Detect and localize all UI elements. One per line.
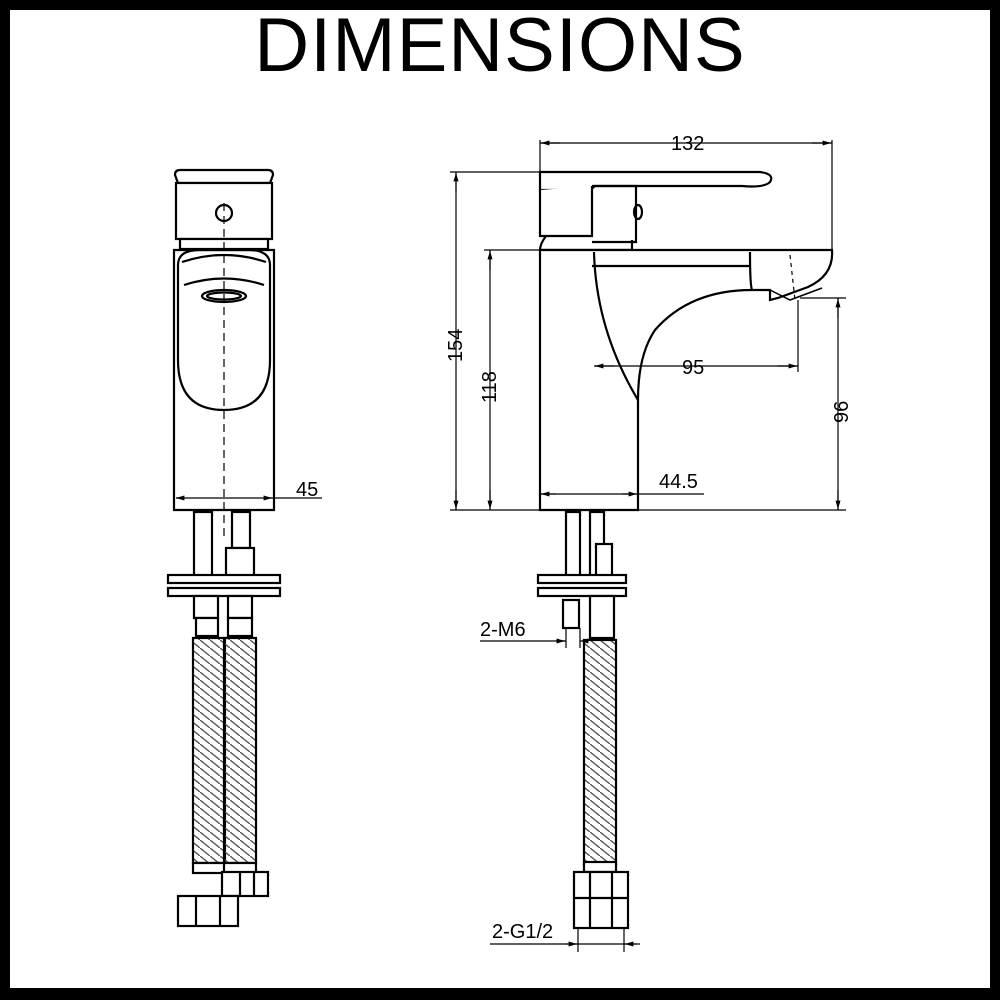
dim-label-connection-thread: 2-G1/2 <box>492 921 553 943</box>
front-handle-cap <box>173 168 275 185</box>
dim-label-spout-height: 96 <box>831 401 853 423</box>
front-hose-nut-left <box>176 894 240 928</box>
dim-label-base-diameter: 44.5 <box>659 471 698 493</box>
side-hose-nut <box>572 870 630 930</box>
dim-label-body-height: 118 <box>479 371 501 403</box>
front-washer-bottom <box>166 586 282 598</box>
dim-label-body-width: 45 <box>296 479 318 501</box>
side-view <box>536 170 834 930</box>
front-spout-face <box>176 248 272 412</box>
dimension-lines <box>450 140 846 952</box>
side-fixing-stud <box>561 598 581 630</box>
side-handle <box>538 170 773 192</box>
dim-label-total-length: 132 <box>671 133 704 155</box>
side-spout <box>540 248 834 401</box>
side-washer-bottom <box>536 586 628 598</box>
front-view <box>166 168 322 928</box>
side-hose <box>582 638 618 868</box>
front-hose-left <box>191 636 227 865</box>
diagram-title: DIMENSIONS <box>254 3 746 88</box>
side-body <box>538 250 640 512</box>
dim-label-fixing-thread: 2-M6 <box>480 619 526 641</box>
front-washer-top <box>166 573 282 585</box>
dim-label-total-height: 154 <box>445 329 467 362</box>
dim-label-spout-reach: 95 <box>682 357 704 379</box>
front-hose-nut-right <box>220 870 270 898</box>
front-hose-right <box>222 636 258 865</box>
side-washer-top <box>536 573 628 585</box>
